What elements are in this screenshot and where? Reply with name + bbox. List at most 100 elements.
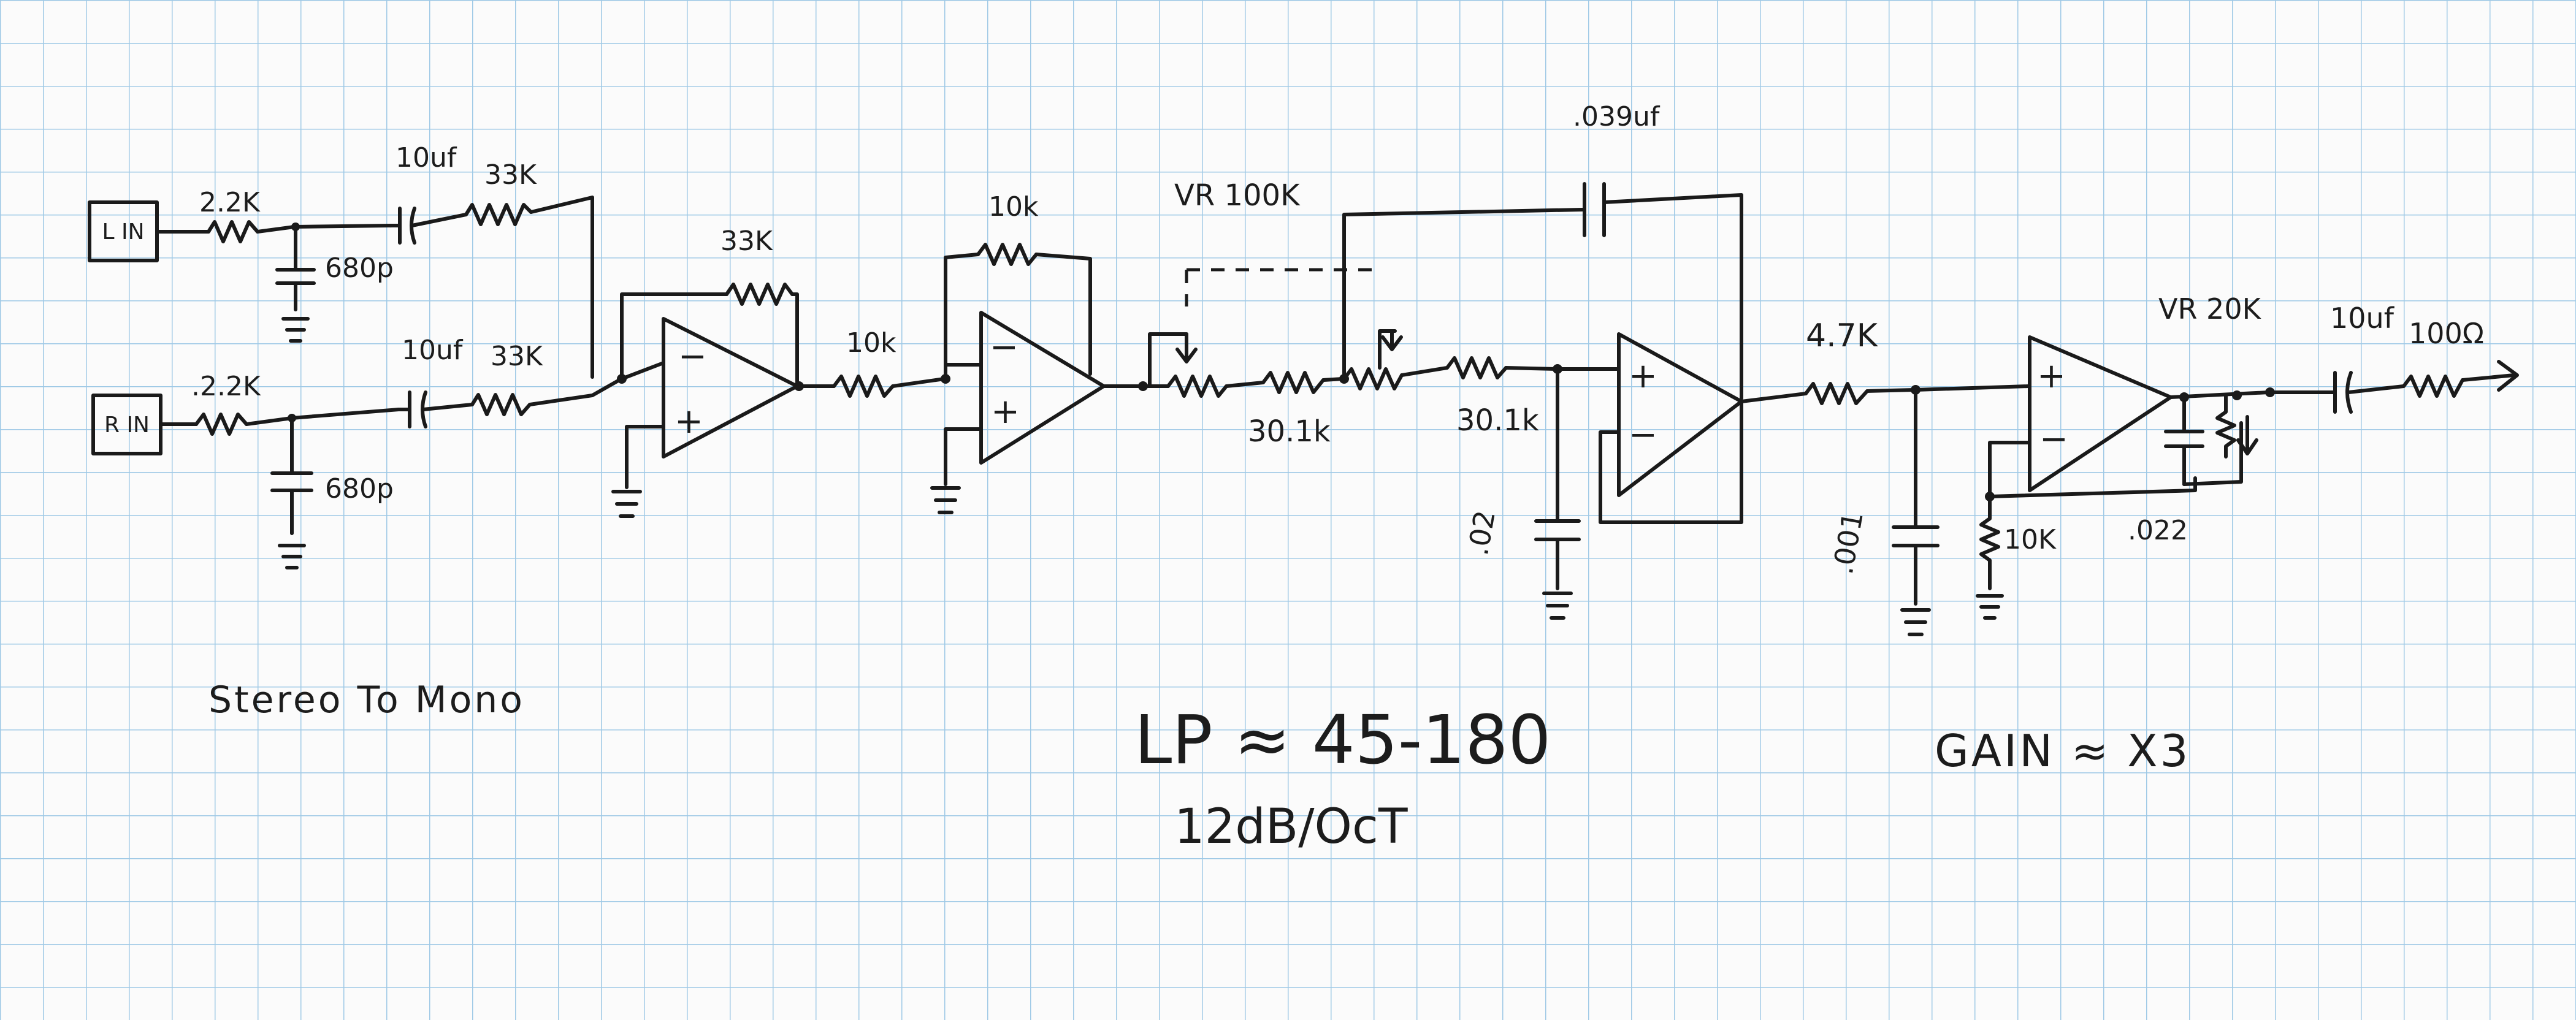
wire-sum-minus-in [620,361,665,381]
wire-right-mix-to-sum [528,378,621,406]
label-pot-lowpass: VR 100K [1174,178,1301,213]
wire-lp-out [1740,392,1808,403]
opamp-summing-minus: − [678,337,707,376]
wire-inverter-in [891,377,946,388]
wire-pot-link-right [1378,329,1397,370]
resistor-gain-input [1804,382,1869,405]
label-pot-gain: VR 20K [2158,292,2262,325]
wire-sum-plus-to-ground [625,425,665,489]
resistor-left-mix [464,203,533,226]
wire-output-arrow [2461,360,2519,392]
capacitor-right-filter [270,416,313,535]
wire-gain-in [1865,388,1916,393]
ground-gain-cap [1900,608,1931,636]
wire-summing-to-minus [620,292,728,381]
lowpass-slope: 12dB/OcT [1174,799,1408,854]
ground-right-filter [278,544,306,569]
wire-gain-minus [1988,441,2031,498]
resistor-lowpass-r1 [1261,371,1325,394]
left-input-label: L IN [102,219,144,245]
opamp-summing [662,317,799,459]
opamp-gain-minus: − [2039,419,2068,459]
wire-inverter-fb-right [1034,253,1092,376]
label-r-in-left: 2.2K [199,187,261,218]
caption-stereo-to-mono: Stereo To Mono [208,679,525,721]
capacitor-gain-ground [1892,388,1940,606]
label-r-in-right: .2.2K [191,371,261,402]
label-cap-left: 10uf [396,142,457,173]
lowpass-title: LP ≈ 45-180 [1134,701,1551,779]
wiper-gain-pot [2236,415,2258,455]
resistor-lowpass-2 [1342,367,1404,390]
resistor-gain-pot [2215,394,2236,459]
wire-gain-plus [1914,384,2030,392]
resistor-inverter-series [832,375,895,398]
wire-lp-mid-1 [1225,381,1265,388]
label-c-lowpass-ground: .02 [1461,508,1502,558]
capacitor-lowpass-feedback [1580,182,1743,400]
capacitor-lowpass-ground [1534,367,1581,590]
label-c-right: 680p [325,473,394,504]
wire-inverter-plus-to-ground [944,427,983,486]
label-c-gain-feedback: .022 [2128,515,2188,546]
wire-feedback-mixer [790,292,799,388]
label-r2-lowpass: 30.1k [1456,403,1539,438]
wire-gain-out [2169,390,2271,399]
ground-inverter [930,486,961,514]
label-r-inverter-feedback: 10k [988,191,1039,223]
wire-left-mix-to-sum [529,196,594,379]
wire-lp-cap-left [1342,208,1584,381]
opamp-lowpass-plus: + [1629,356,1657,396]
label-cap-right: 10uf [402,335,464,366]
resistor-lowpass-1 [1166,375,1228,398]
opamp-lowpass-minus: − [1629,415,1657,455]
label-cap-output: 10uf [2330,302,2395,335]
resistor-output [2402,375,2464,398]
capacitor-right-coupling [397,390,474,428]
label-c-left: 680p [325,253,394,284]
wire-inverter-fb-left [944,253,980,381]
ground-gain-resistor [1976,594,2004,620]
ground-summing [611,490,642,518]
capacitor-gain-feedback [2164,395,2204,486]
opamp-summing-plus: + [675,402,703,441]
resistor-inverter-feedback [976,243,1038,266]
resistor-lowpass-r2 [1445,356,1508,379]
resistor-left-input [207,220,259,243]
label-r-inverter-series: 10k [846,327,896,359]
label-r-output: 100Ω [2409,317,2484,350]
opamp-lowpass [1617,332,1743,497]
capacitor-left-coupling [391,207,468,245]
capacitor-output [2333,371,2406,414]
label-r-feedback-mixer: 33K [720,226,773,257]
ground-lowpass [1542,592,1573,620]
opamp-inverter [979,311,1106,465]
wiper-pot-1 [1175,332,1198,363]
ground-left-filter [281,317,310,343]
label-r-gain-ground: 10K [2004,524,2057,555]
resistor-feedback-mixer [725,283,794,306]
label-r1-lowpass: 30.1k [1248,414,1331,449]
resistor-gain-ground [1979,495,2000,590]
capacitor-left-filter [275,225,316,311]
wire-lp-r2 [1400,366,1558,377]
label-r-mix-right: 33K [491,341,543,372]
label-c-lowpass-feedback: .039uf [1573,101,1661,132]
resistor-right-mix [470,393,532,416]
resistor-right-input [194,413,248,436]
label-r-mix-left: 33K [484,159,537,191]
opamp-inverter-plus: + [991,392,1020,432]
opamp-gain-plus: + [2037,356,2066,396]
junction-gain-output-2 [2232,390,2242,400]
wire-pot-link-left [1148,332,1188,388]
caption-gain: GAIN ≈ X3 [1935,725,2190,777]
right-input-label: R IN [104,413,150,438]
label-r-gain-input: 4.7K [1806,318,1879,354]
wire-lp-follower [1599,400,1743,524]
wiper-pot-2 [1381,329,1403,351]
opamp-gain [2028,335,2173,492]
opamp-inverter-minus: − [990,327,1019,367]
